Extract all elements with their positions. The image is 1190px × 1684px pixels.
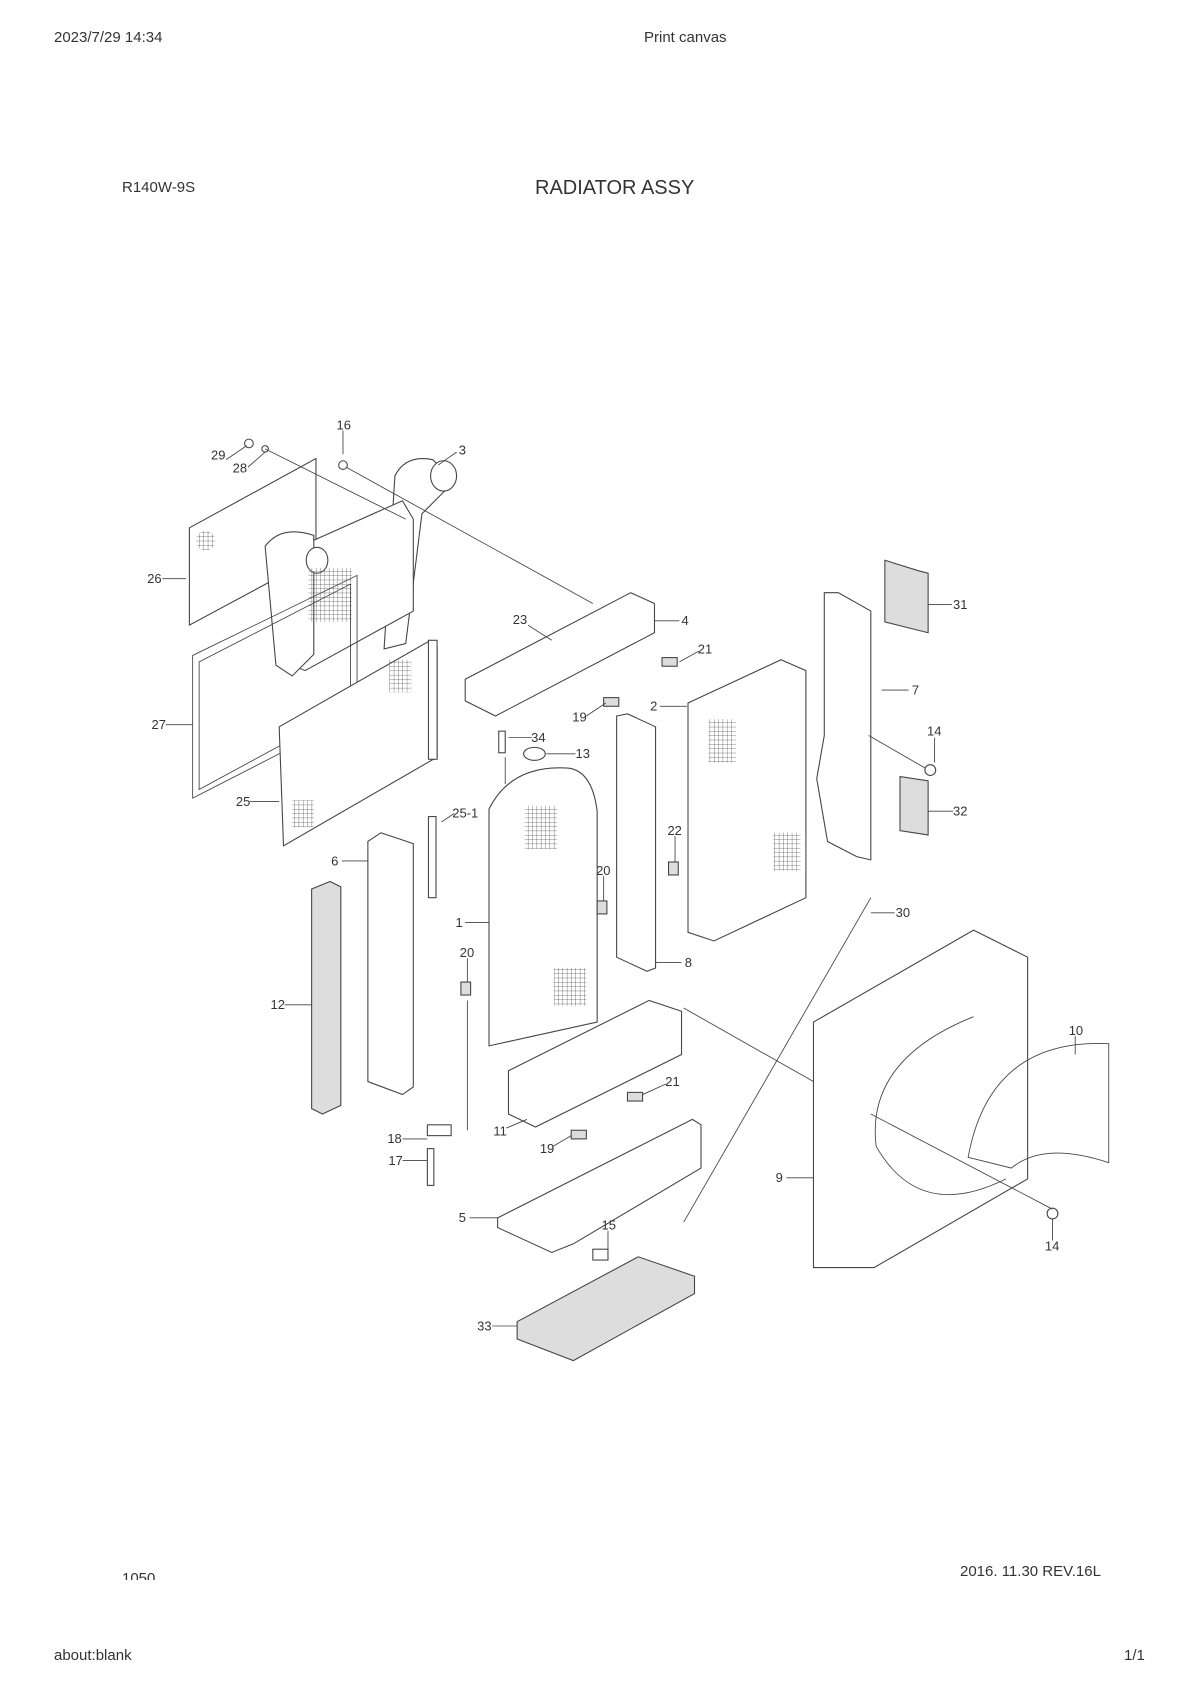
- callout-18: 18: [387, 1131, 401, 1146]
- page-title: RADIATOR ASSY: [535, 177, 695, 199]
- callout-21: 21: [698, 641, 712, 656]
- assembly-guide-lines: [264, 448, 1053, 1210]
- revision-date: 2016. 11.30 REV.16L: [960, 1563, 1101, 1580]
- callout-20: 20: [460, 945, 474, 960]
- part-8-frame: [616, 713, 657, 972]
- callout-32: 32: [953, 804, 967, 819]
- small-pads: [460, 657, 679, 1140]
- part-25-1-rod: [427, 816, 437, 899]
- callout-19: 19: [572, 709, 586, 724]
- callout-20: 20: [596, 863, 610, 878]
- part-15-bolt: [592, 1248, 609, 1261]
- callout-21: 21: [665, 1074, 679, 1089]
- part-3-intercooler: [264, 458, 458, 677]
- callout-16: 16: [337, 417, 351, 432]
- callout-5: 5: [459, 1210, 466, 1225]
- callout-12: 12: [271, 997, 285, 1012]
- print-header-title: Print canvas: [644, 29, 727, 46]
- print-url: about:blank: [54, 1647, 132, 1664]
- callout-25: 25: [236, 794, 250, 809]
- part-12-seal: [311, 880, 342, 1115]
- callout-34: 34: [531, 730, 545, 745]
- page-number: 1050: [122, 1570, 156, 1580]
- callout-17: 17: [388, 1153, 402, 1168]
- callout-15: 15: [601, 1218, 615, 1233]
- callout-9: 9: [776, 1170, 783, 1185]
- part-5-base-bracket: [497, 1118, 702, 1254]
- part-1-radiator: [488, 767, 598, 1047]
- part-13-cap: [523, 746, 546, 761]
- callout-14: 14: [927, 723, 941, 738]
- callout-26: 26: [147, 571, 161, 586]
- callout-27: 27: [152, 717, 166, 732]
- callout-3: 3: [459, 442, 466, 457]
- bolts: [244, 438, 1059, 1220]
- model-number: R140W-9S: [122, 179, 196, 196]
- part-4-bracket: [464, 592, 656, 717]
- callout-14: 14: [1045, 1238, 1059, 1253]
- callout-23: 23: [513, 612, 527, 627]
- part-11-lower-tank: [507, 999, 683, 1128]
- part-2-oil-cooler: [687, 659, 807, 942]
- part-31-pad: [884, 559, 929, 634]
- callout-30: 30: [896, 905, 910, 920]
- part-10-fan-guard: [967, 1043, 1110, 1169]
- callout-33: 33: [477, 1318, 491, 1333]
- callout-11: 11: [493, 1124, 506, 1139]
- callout-4: 4: [682, 613, 689, 628]
- print-datetime: 2023/7/29 14:34: [54, 29, 163, 46]
- callout-1: 1: [455, 915, 462, 930]
- callout-25-1: 25-1: [452, 806, 478, 821]
- callout-31: 31: [953, 597, 967, 612]
- part-9-fan-shroud: [812, 929, 1029, 1269]
- callout-2: 2: [650, 699, 657, 714]
- part-6-side-bracket: [367, 832, 414, 1096]
- part-32-pad: [899, 775, 929, 836]
- callout-28: 28: [233, 461, 247, 476]
- callout-labels: 16 3 29 28 26 23 4 31 21 19 2 7 27 34 13…: [147, 417, 1083, 1333]
- part-33-mat: [516, 1256, 696, 1362]
- part-18-valve: [426, 1124, 452, 1137]
- callout-13: 13: [576, 746, 590, 761]
- callout-8: 8: [685, 955, 692, 970]
- part-34-fitting: [498, 730, 506, 754]
- callout-22: 22: [667, 823, 681, 838]
- callout-29: 29: [211, 448, 225, 463]
- callout-6: 6: [331, 853, 338, 868]
- part-25-condenser: [278, 639, 438, 847]
- part-17-pipe: [426, 1148, 435, 1186]
- callout-19: 19: [540, 1141, 554, 1156]
- callout-7: 7: [912, 682, 919, 697]
- callout-10: 10: [1069, 1023, 1083, 1038]
- print-page-count: 1/1: [1124, 1647, 1145, 1664]
- part-7-bracket: [816, 592, 872, 861]
